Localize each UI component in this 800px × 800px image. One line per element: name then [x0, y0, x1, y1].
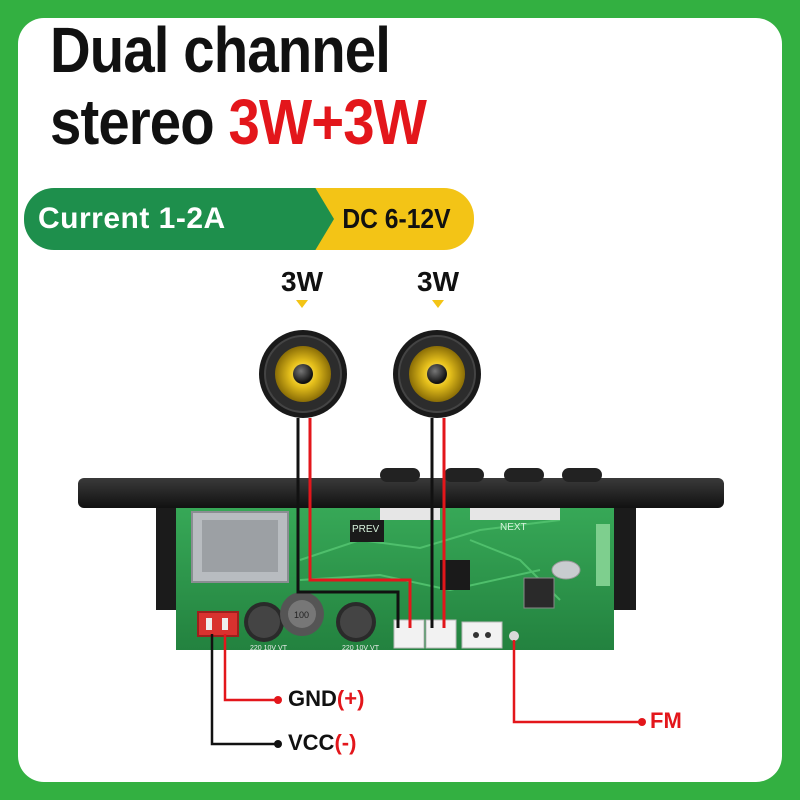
- speaker-left-label: 3W: [281, 266, 323, 297]
- speaker-wires: [296, 418, 446, 628]
- voltage-badge-label: DC 6-12V: [341, 203, 451, 234]
- speaker-right-arrow-icon: [432, 300, 444, 308]
- gnd-label: GND(+): [288, 686, 364, 712]
- speaker-right-label: 3W: [417, 266, 459, 297]
- front-panel: [78, 468, 724, 610]
- headline-power: 3W+3W: [228, 86, 427, 158]
- fm-label: FM: [650, 708, 682, 733]
- speaker-left-icon: [259, 330, 347, 418]
- headline: Dual channel stereo 3W+3W: [50, 14, 427, 158]
- speaker-right-icon: [393, 330, 481, 418]
- gnd-name: GND: [288, 686, 337, 711]
- capacitor-b-marking: 220 10V VT: [342, 645, 380, 652]
- vcc-polarity: (-): [334, 730, 357, 755]
- gnd-dot-icon: [274, 696, 282, 704]
- current-badge-label: Current 1-2A: [38, 202, 226, 235]
- gnd-polarity: (+): [336, 686, 365, 711]
- product-card: [18, 18, 782, 782]
- vcc-name: VCC: [288, 730, 335, 755]
- capacitor-a-marking: 220 10V VT: [250, 645, 288, 652]
- prev-marking: PREV: [352, 524, 380, 535]
- current-badge: Current 1-2A: [24, 188, 334, 250]
- inductor-marking: 100: [294, 610, 309, 620]
- headline-line1: Dual channel: [50, 14, 391, 86]
- vcc-label: VCC(-): [288, 730, 356, 756]
- vcc-dot-icon: [274, 740, 282, 748]
- headline-line2-prefix: stereo: [50, 86, 215, 158]
- fm-dot-icon: [638, 718, 646, 726]
- speaker-left-arrow-icon: [296, 300, 308, 308]
- next-marking: NEXT: [500, 522, 527, 533]
- pinout-lines: [210, 634, 640, 746]
